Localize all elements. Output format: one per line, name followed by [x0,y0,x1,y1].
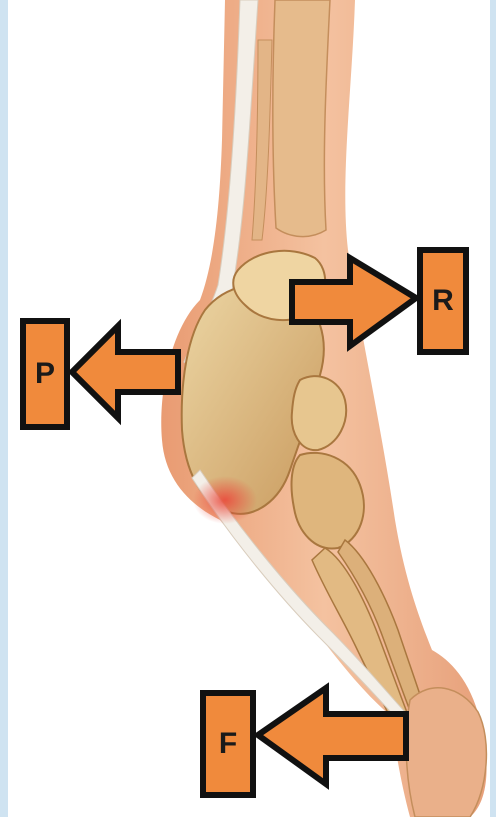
label-p: P [20,318,70,430]
label-r: R [417,247,469,355]
tibia-bone [273,0,330,237]
label-f: F [200,690,256,798]
inflammation-area [193,476,257,524]
toes [406,688,486,817]
